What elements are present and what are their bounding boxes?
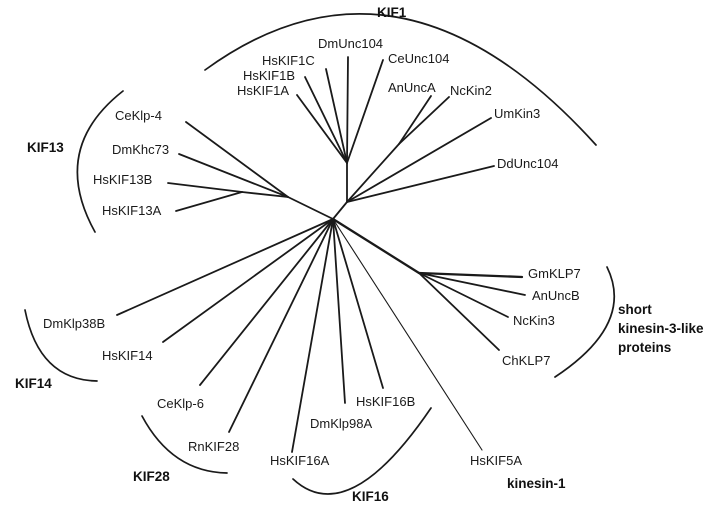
group-label-kif28: KIF28: [133, 469, 170, 484]
taxon-label-gmklp7: GmKLP7: [528, 266, 581, 281]
branch-tip-dmunc104: [346, 56, 349, 164]
taxon-label-ceklp-4: CeKlp-4: [115, 108, 162, 123]
group-label-short: short kinesin-3-like proteins: [618, 302, 704, 355]
taxon-label-dmkhc73: DmKhc73: [112, 142, 170, 157]
group-arc-short: [554, 266, 616, 378]
group-label-kinesin-1: kinesin-1: [507, 476, 566, 491]
taxon-label-hskif1a: HsKIF1A: [237, 83, 290, 98]
branch-tip-hskif1b: [304, 76, 348, 164]
taxon-label-rnkif28: RnKIF28: [188, 439, 240, 454]
taxon-label-hskif1c: HsKIF1C: [262, 53, 315, 68]
branch-tip-chklp7: [418, 272, 500, 351]
group-arc-kif14: [24, 309, 98, 382]
taxon-label-hskif1b: HsKIF1B: [243, 68, 296, 83]
group-label-kif14: KIF14: [15, 376, 52, 391]
taxon-label-ceklp-6: CeKlp-6: [157, 396, 204, 411]
branch-tip-hskif16a: [291, 218, 334, 453]
group-arc-kif28: [141, 415, 228, 474]
branch-tip-hskif14: [162, 218, 334, 343]
branch-tip-anuncb: [418, 272, 526, 296]
taxon-label-ceunc104: CeUnc104: [388, 51, 450, 66]
taxon-label-dmunc104: DmUnc104: [318, 36, 384, 51]
branch-tip-rnkif28: [228, 218, 334, 433]
group-arc-kif1: [204, 12, 597, 146]
taxon-label-dmklp38b: DmKlp38B: [43, 316, 106, 331]
branch-tip-ddunc104: [346, 165, 495, 203]
branch-tip-hskif1a: [296, 94, 348, 164]
taxon-label-hskif16b: HsKIF16B: [356, 394, 416, 409]
branch-tip-nckin3: [418, 272, 509, 318]
branch-tip-umkin3: [346, 117, 492, 203]
branch-kif1-stem-anunca-nckin2: [346, 143, 400, 203]
group-arc-kif16: [292, 407, 432, 495]
taxon-label-chklp7: ChKLP7: [502, 353, 551, 368]
taxon-label-anunca: AnUncA: [388, 80, 436, 95]
branch-hub-short-k3-node: [331, 217, 421, 275]
branch-tip-ceklp-4: [185, 121, 289, 198]
taxon-label-nckin2: NcKin2: [450, 83, 492, 98]
branch-tip-gmklp7: [417, 271, 524, 279]
branch-tip-dmklp38b: [116, 218, 334, 316]
branch-tip-ceunc104: [346, 59, 384, 164]
branch-tip-hskif5a: [332, 218, 483, 451]
group-label-kif16: KIF16: [352, 489, 389, 504]
branch-tip-hskif16b: [332, 218, 384, 389]
taxon-label-anuncb: AnUncB: [532, 288, 580, 303]
taxon-label-hskif13b: HsKIF13B: [93, 172, 153, 187]
taxon-label-hskif13a: HsKIF13A: [102, 203, 162, 218]
branch-tip-dmklp98a: [332, 218, 346, 404]
taxon-label-hskif5a: HsKIF5A: [470, 453, 523, 468]
branch-tip-nckin2: [398, 96, 450, 145]
branch-tip-hskif13a: [175, 191, 243, 212]
branch-tip-anunca: [398, 95, 432, 145]
branch-hub-kif13-node: [287, 196, 334, 220]
taxon-label-hskif16a: HsKIF16A: [270, 453, 330, 468]
taxon-label-umkin3: UmKin3: [494, 106, 541, 121]
taxon-label-nckin3: NcKin3: [513, 313, 555, 328]
taxon-label-hskif14: HsKIF14: [102, 348, 153, 363]
branch-tip-hskif1c: [325, 68, 348, 164]
taxon-label-ddunc104: DdUnc104: [497, 156, 559, 171]
group-label-kif13: KIF13: [27, 140, 64, 155]
branch-hub-kif1-stem: [332, 201, 348, 220]
branch-tip-ceklp-6: [199, 218, 334, 386]
group-arc-kif13: [76, 90, 124, 233]
group-label-kif1: KIF1: [377, 5, 407, 20]
taxon-label-dmklp98a: DmKlp98A: [310, 416, 373, 431]
branch-tip-hskif13b: [167, 182, 243, 193]
branch-kif13-node-kif13ab-node: [241, 191, 289, 198]
branch-tip-dmkhc73: [178, 153, 289, 198]
